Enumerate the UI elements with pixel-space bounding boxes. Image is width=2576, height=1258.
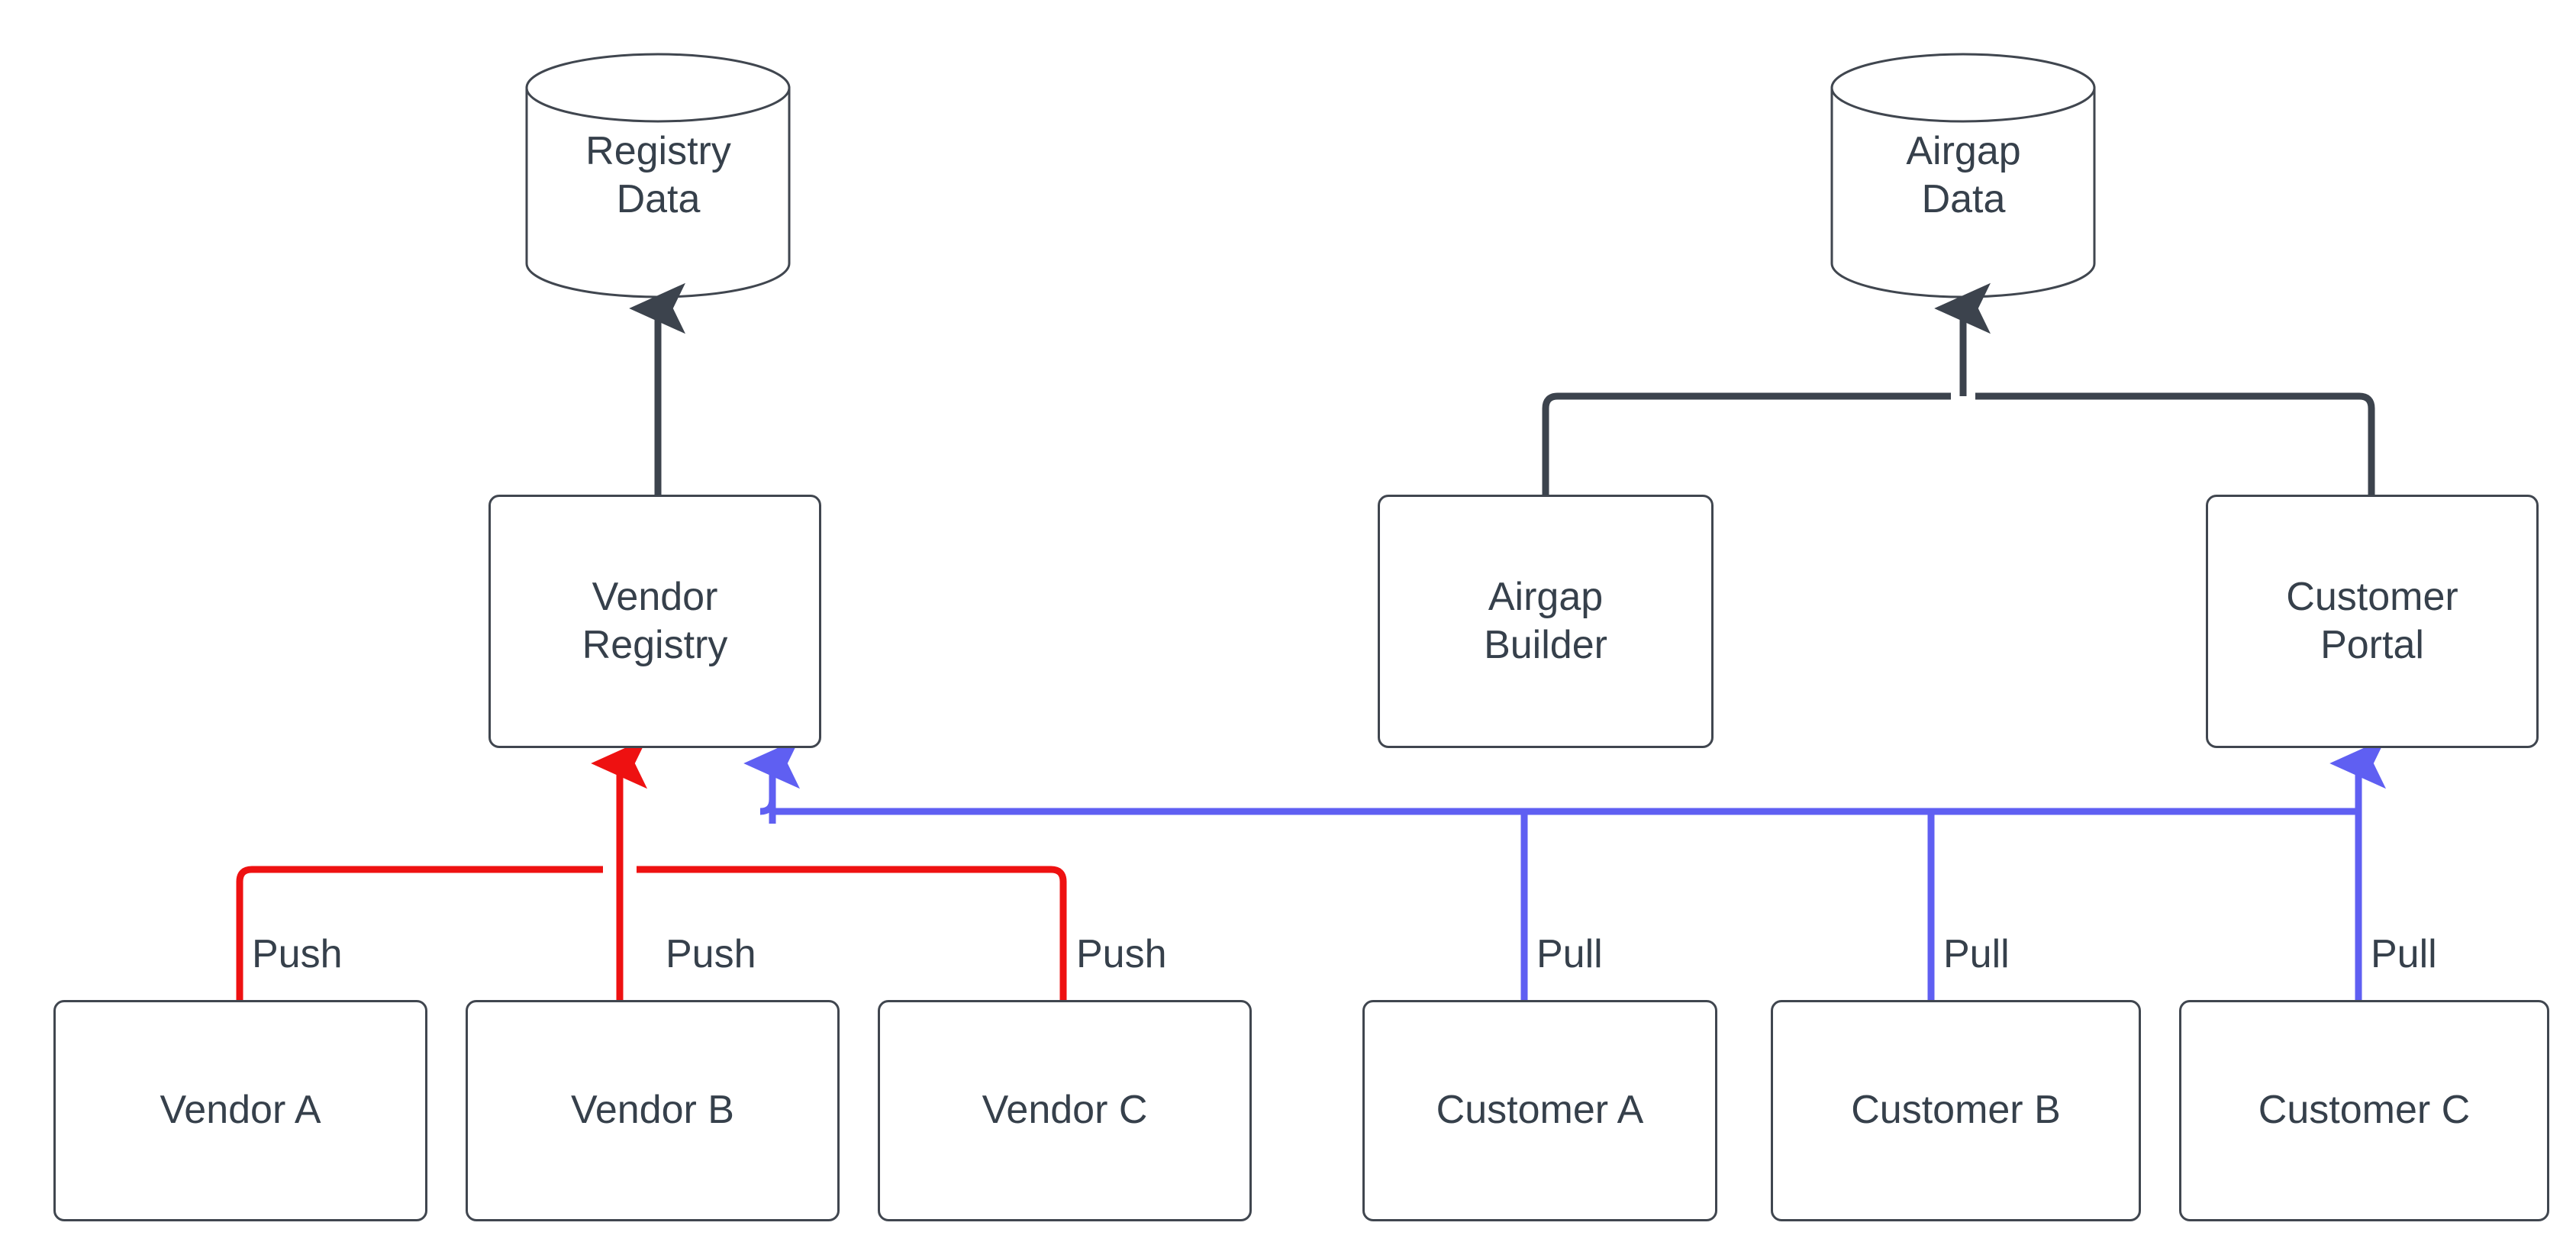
vendor-registry-node[interactable]: Vendor Registry — [488, 495, 821, 748]
edge-label-pull-customer-c: Pull — [2371, 932, 2437, 976]
edge-customer-portal-to-airgap-data — [1975, 392, 2375, 495]
vendor-c-label: Vendor C — [982, 1088, 1148, 1133]
edge-label-push-vendor-c: Push — [1076, 932, 1167, 976]
registry-data-label-line1: Registry — [585, 128, 731, 173]
edge-push-vendor-c — [637, 866, 1067, 1000]
customer-b-label: Customer B — [1851, 1088, 2061, 1133]
airgap-builder-label-line2: Builder — [1484, 623, 1607, 667]
customer-c-node[interactable]: Customer C — [2179, 1000, 2549, 1221]
airgap-data-label-line1: Airgap — [1906, 128, 2021, 173]
edge-label-push-vendor-b: Push — [666, 932, 756, 976]
customer-a-label: Customer A — [1436, 1088, 1644, 1133]
vendor-c-node[interactable]: Vendor C — [878, 1000, 1252, 1221]
airgap-data-cylinder-shape — [1830, 53, 2096, 298]
edge-label-pull-customer-b: Pull — [1943, 932, 2010, 976]
edge-label-pull-customer-a: Pull — [1536, 932, 1603, 976]
customer-c-label: Customer C — [2258, 1088, 2471, 1133]
vendor-b-label: Vendor B — [571, 1088, 734, 1133]
customer-portal-label-line1: Customer — [2286, 574, 2458, 619]
vendor-registry-label-line2: Registry — [582, 623, 728, 667]
customer-portal-node[interactable]: Customer Portal — [2206, 495, 2539, 748]
customer-a-node[interactable]: Customer A — [1362, 1000, 1717, 1221]
airgap-builder-label-line1: Airgap — [1488, 574, 1604, 619]
registry-data-node[interactable]: Registry Data — [527, 57, 790, 294]
airgap-data-label-line2: Data — [1921, 177, 2006, 221]
edge-label-push-vendor-a: Push — [252, 932, 343, 976]
registry-data-label-line2: Data — [616, 177, 701, 221]
vendor-a-label: Vendor A — [160, 1088, 321, 1133]
airgap-builder-node[interactable]: Airgap Builder — [1378, 495, 1714, 748]
vendor-a-node[interactable]: Vendor A — [53, 1000, 427, 1221]
customer-b-node[interactable]: Customer B — [1771, 1000, 2141, 1221]
edge-airgap-builder-to-airgap-data — [1542, 392, 1951, 495]
edge-push-vendor-a — [236, 866, 603, 1000]
airgap-data-node[interactable]: Airgap Data — [1832, 57, 2095, 294]
customer-portal-label-line2: Portal — [2320, 623, 2424, 667]
vendor-b-node[interactable]: Vendor B — [466, 1000, 840, 1221]
edge-pull-bus-left-elbow — [759, 798, 776, 815]
vendor-registry-label-line1: Vendor — [592, 574, 718, 619]
registry-data-cylinder-shape — [525, 53, 791, 298]
